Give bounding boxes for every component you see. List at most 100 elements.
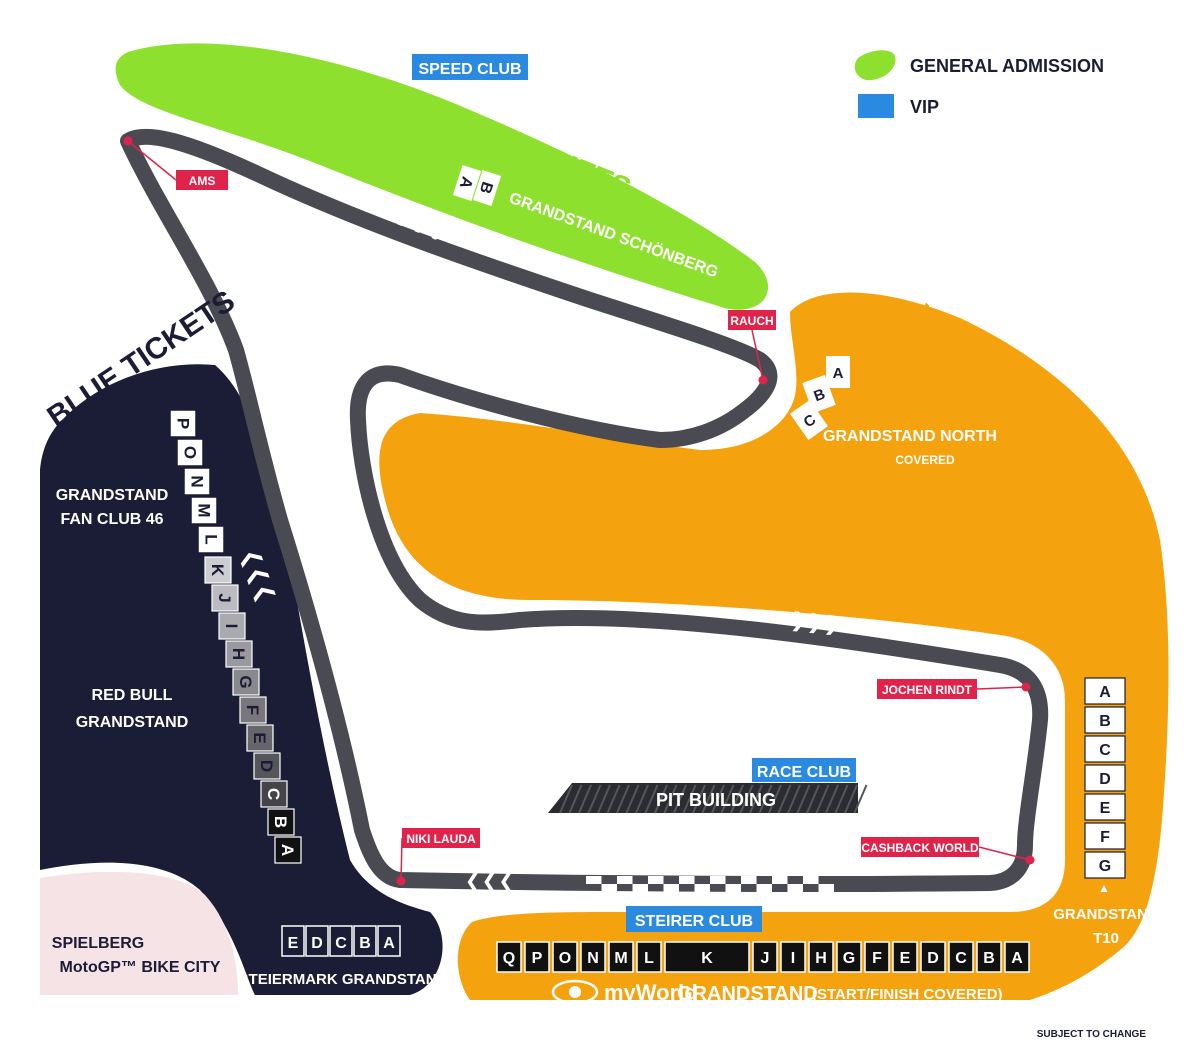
red-bull-section-h[interactable]: H	[225, 640, 253, 668]
checker-square	[741, 876, 757, 884]
steiermark-section-b[interactable]: B	[353, 925, 377, 957]
myworld-section-c[interactable]: C	[948, 941, 974, 973]
red-bull-section-label: C	[264, 788, 283, 800]
corner-jochen-rindt[interactable]: JOCHEN RINDT	[877, 679, 1031, 699]
pit-stripe	[644, 784, 659, 814]
fan-club-section-label: O	[181, 446, 200, 459]
red-bull-section-d[interactable]: D	[253, 752, 281, 780]
pit-stripe	[777, 784, 792, 814]
myworld-section-a[interactable]: A	[1004, 941, 1030, 973]
yellow-tickets-area[interactable]	[379, 292, 1169, 1000]
steiermark-section-d[interactable]: D	[305, 925, 329, 957]
checker-square	[586, 876, 602, 884]
fan-club-section-p[interactable]: P	[169, 409, 197, 438]
myworld-section-l[interactable]: L	[636, 941, 662, 973]
schoenberg-section-a[interactable]: A	[452, 165, 482, 201]
myworld-section-q[interactable]: Q	[496, 941, 522, 973]
start-finish-line	[586, 876, 834, 892]
myworld-section-label: D	[927, 950, 939, 967]
myworld-section-h[interactable]: H	[808, 941, 834, 973]
red-bull-section-f[interactable]: F	[239, 696, 267, 724]
corner-rauch[interactable]: RAUCH	[728, 310, 776, 385]
t10-arrow-icon: ▲	[1098, 881, 1110, 895]
grandstand-north[interactable]: CBA	[789, 356, 850, 440]
pit-stripe	[559, 784, 573, 814]
red-bull-label-line1: RED BULL	[92, 687, 173, 704]
red-bull-section-label: G	[236, 675, 255, 688]
bike-city-area[interactable]	[40, 871, 238, 995]
fan-club-section-m[interactable]: M	[190, 496, 218, 525]
myworld-section-o[interactable]: O	[552, 941, 578, 973]
steiermark-section-c[interactable]: C	[329, 925, 353, 957]
red-bull-section-c[interactable]: C	[260, 780, 288, 808]
red-bull-label-line2: GRANDSTAND	[76, 714, 189, 731]
checker-square	[756, 884, 772, 892]
speed-club-badge[interactable]: SPEED CLUB	[412, 54, 528, 80]
pit-stripe	[606, 784, 621, 814]
myworld-section-k[interactable]: K	[664, 941, 750, 973]
t10-section-g[interactable]: G	[1084, 851, 1126, 879]
myworld-section-b[interactable]: B	[976, 941, 1002, 973]
red-bull-section-b[interactable]: B	[267, 808, 295, 836]
steirer-club-badge[interactable]: STEIRER CLUB	[626, 906, 762, 932]
fan-club-section-o[interactable]: O	[176, 438, 204, 467]
pit-building[interactable]	[548, 783, 858, 813]
pit-stripe	[739, 784, 754, 814]
north-section-c[interactable]: C	[789, 400, 829, 440]
green-tickets-area[interactable]	[115, 43, 769, 310]
myworld-section-e[interactable]: E	[892, 941, 918, 973]
pit-stripe	[844, 784, 858, 814]
red-bull-section-j[interactable]: J	[211, 584, 239, 612]
myworld-section-g[interactable]: G	[836, 941, 862, 973]
t10-section-label: D	[1099, 771, 1111, 788]
myworld-section-p[interactable]: P	[524, 941, 550, 973]
red-bull-section-g[interactable]: G	[232, 668, 260, 696]
grandstand-north-note: COVERED	[895, 453, 955, 467]
checker-square	[772, 876, 788, 884]
myworld-section-d[interactable]: D	[920, 941, 946, 973]
t10-section-b[interactable]: B	[1084, 706, 1126, 734]
corner-ams[interactable]: AMS	[123, 136, 229, 191]
corner-label: NIKI LAUDA	[406, 832, 476, 846]
red-bull-section-k[interactable]: K	[204, 556, 232, 584]
race-club-badge[interactable]: RACE CLUB	[752, 758, 856, 782]
north-section-a[interactable]: A	[826, 356, 850, 388]
t10-section-c[interactable]: C	[1084, 735, 1126, 763]
myworld-section-i[interactable]: I	[780, 941, 806, 973]
checker-square	[632, 884, 648, 892]
pit-stripe	[692, 784, 706, 814]
t10-section-f[interactable]: F	[1084, 822, 1126, 850]
t10-section-d[interactable]: D	[1084, 764, 1126, 792]
red-bull-section-i[interactable]: I	[218, 612, 246, 640]
t10-section-a[interactable]: A	[1084, 677, 1126, 705]
myworld-section-n[interactable]: N	[580, 941, 606, 973]
red-bull-section-e[interactable]: E	[246, 724, 274, 752]
steirer-club-label: STEIRER CLUB	[635, 913, 753, 930]
corner-markers: AMS RAUCH JOCHEN RINDT NIKI LAUDA CASHBACK W…	[123, 136, 1035, 886]
myworld-section-m[interactable]: M	[608, 941, 634, 973]
corner-niki-lauda[interactable]: NIKI LAUDA	[396, 828, 481, 886]
pit-stripe	[682, 784, 697, 814]
corner-cashback-world[interactable]: CASHBACK WORLD	[861, 837, 1035, 865]
fan-club-section-n[interactable]: N	[183, 467, 211, 496]
myworld-section-j[interactable]: J	[752, 941, 778, 973]
t10-section-label: A	[1099, 684, 1111, 701]
red-bull-section-a[interactable]: A	[274, 836, 302, 864]
legend-general-admission-label: GENERAL ADMISSION	[910, 56, 1104, 76]
steiermark-section-e[interactable]: E	[281, 925, 305, 957]
steiermark-section-a[interactable]: A	[377, 925, 401, 957]
myworld-section-f[interactable]: F	[864, 941, 890, 973]
t10-section-e[interactable]: E	[1084, 793, 1126, 821]
t10-section-label: G	[1099, 858, 1111, 875]
schoenberg-section-b[interactable]: B	[472, 170, 502, 206]
checker-square	[617, 876, 633, 884]
fan-club-section-l[interactable]: L	[197, 525, 225, 554]
t10-section-label: B	[1099, 713, 1111, 730]
